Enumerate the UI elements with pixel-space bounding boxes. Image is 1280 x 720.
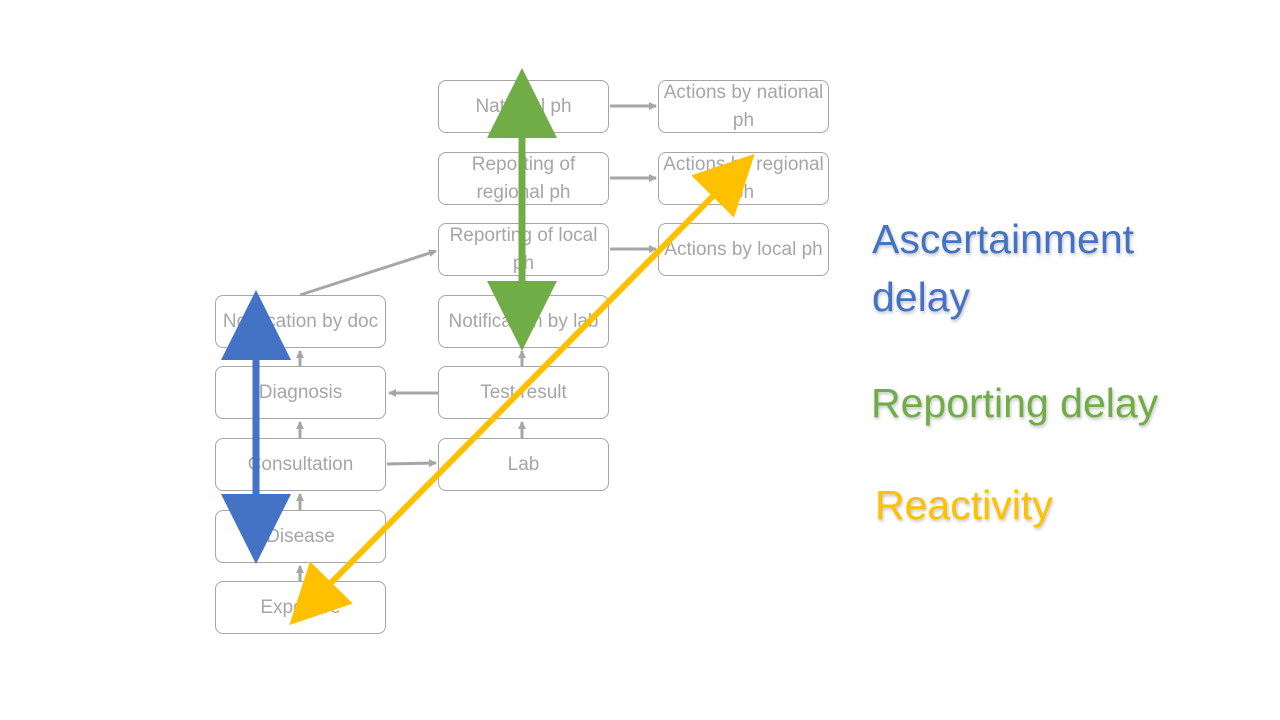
reactivity-arrow [289,153,755,626]
legend-reporting-delay: Reporting delay [871,380,1159,426]
legend-reactivity: Reactivity [875,482,1053,528]
node-actions-national-ph: Actions by national ph [658,80,829,133]
legend-ascertainment-delay: Ascertainment delay [872,216,1135,320]
